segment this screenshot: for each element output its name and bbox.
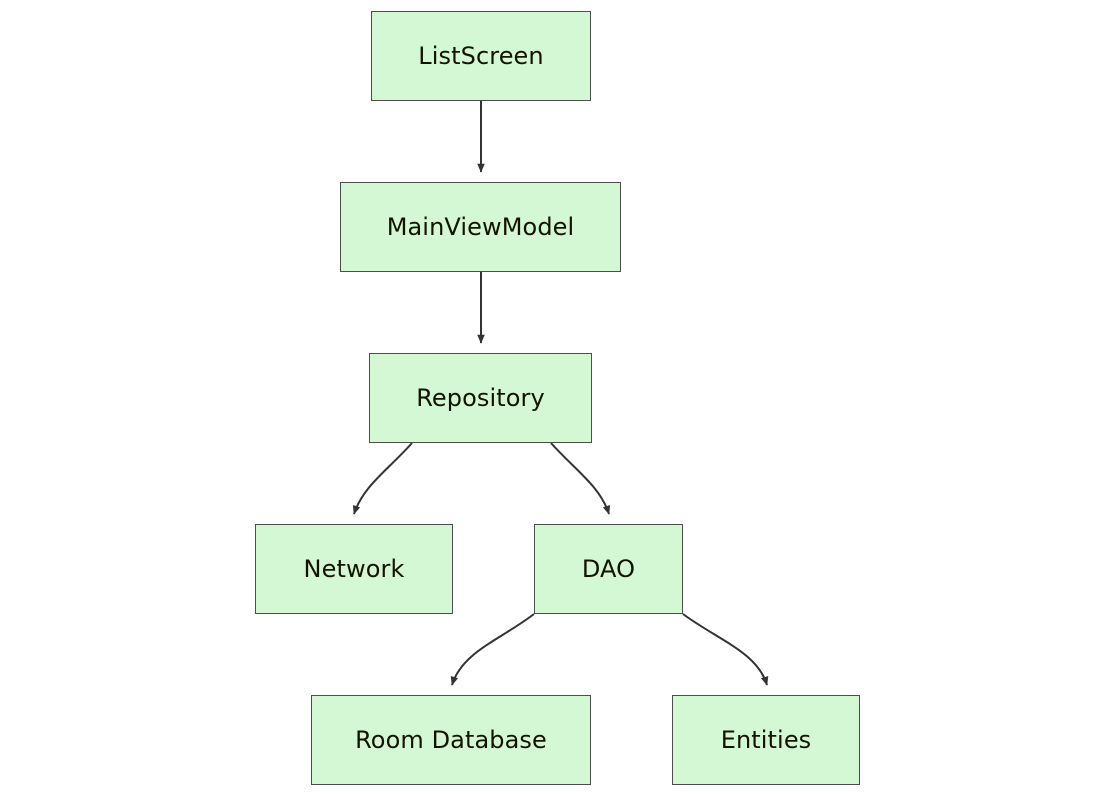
- edge-repository-to-network: [352, 442, 413, 515]
- node-listscreen[interactable]: ListScreen: [371, 11, 591, 101]
- node-network[interactable]: Network: [255, 524, 453, 614]
- node-label: MainViewModel: [386, 212, 575, 241]
- node-mainviewmodel[interactable]: MainViewModel: [340, 182, 621, 272]
- node-roomdatabase[interactable]: Room Database: [311, 695, 591, 785]
- node-label: Room Database: [355, 725, 547, 754]
- node-entities[interactable]: Entities: [672, 695, 860, 785]
- node-label: Repository: [416, 383, 545, 412]
- node-label: Entities: [720, 725, 812, 754]
- node-dao[interactable]: DAO: [534, 524, 683, 614]
- node-repository[interactable]: Repository: [369, 353, 592, 443]
- node-label: ListScreen: [418, 41, 544, 70]
- edge-dao-to-roomdatabase: [450, 613, 535, 686]
- edge-dao-to-entities: [682, 613, 769, 686]
- node-label: DAO: [581, 554, 636, 583]
- node-label: Network: [303, 554, 405, 583]
- edge-repository-to-dao: [550, 442, 611, 515]
